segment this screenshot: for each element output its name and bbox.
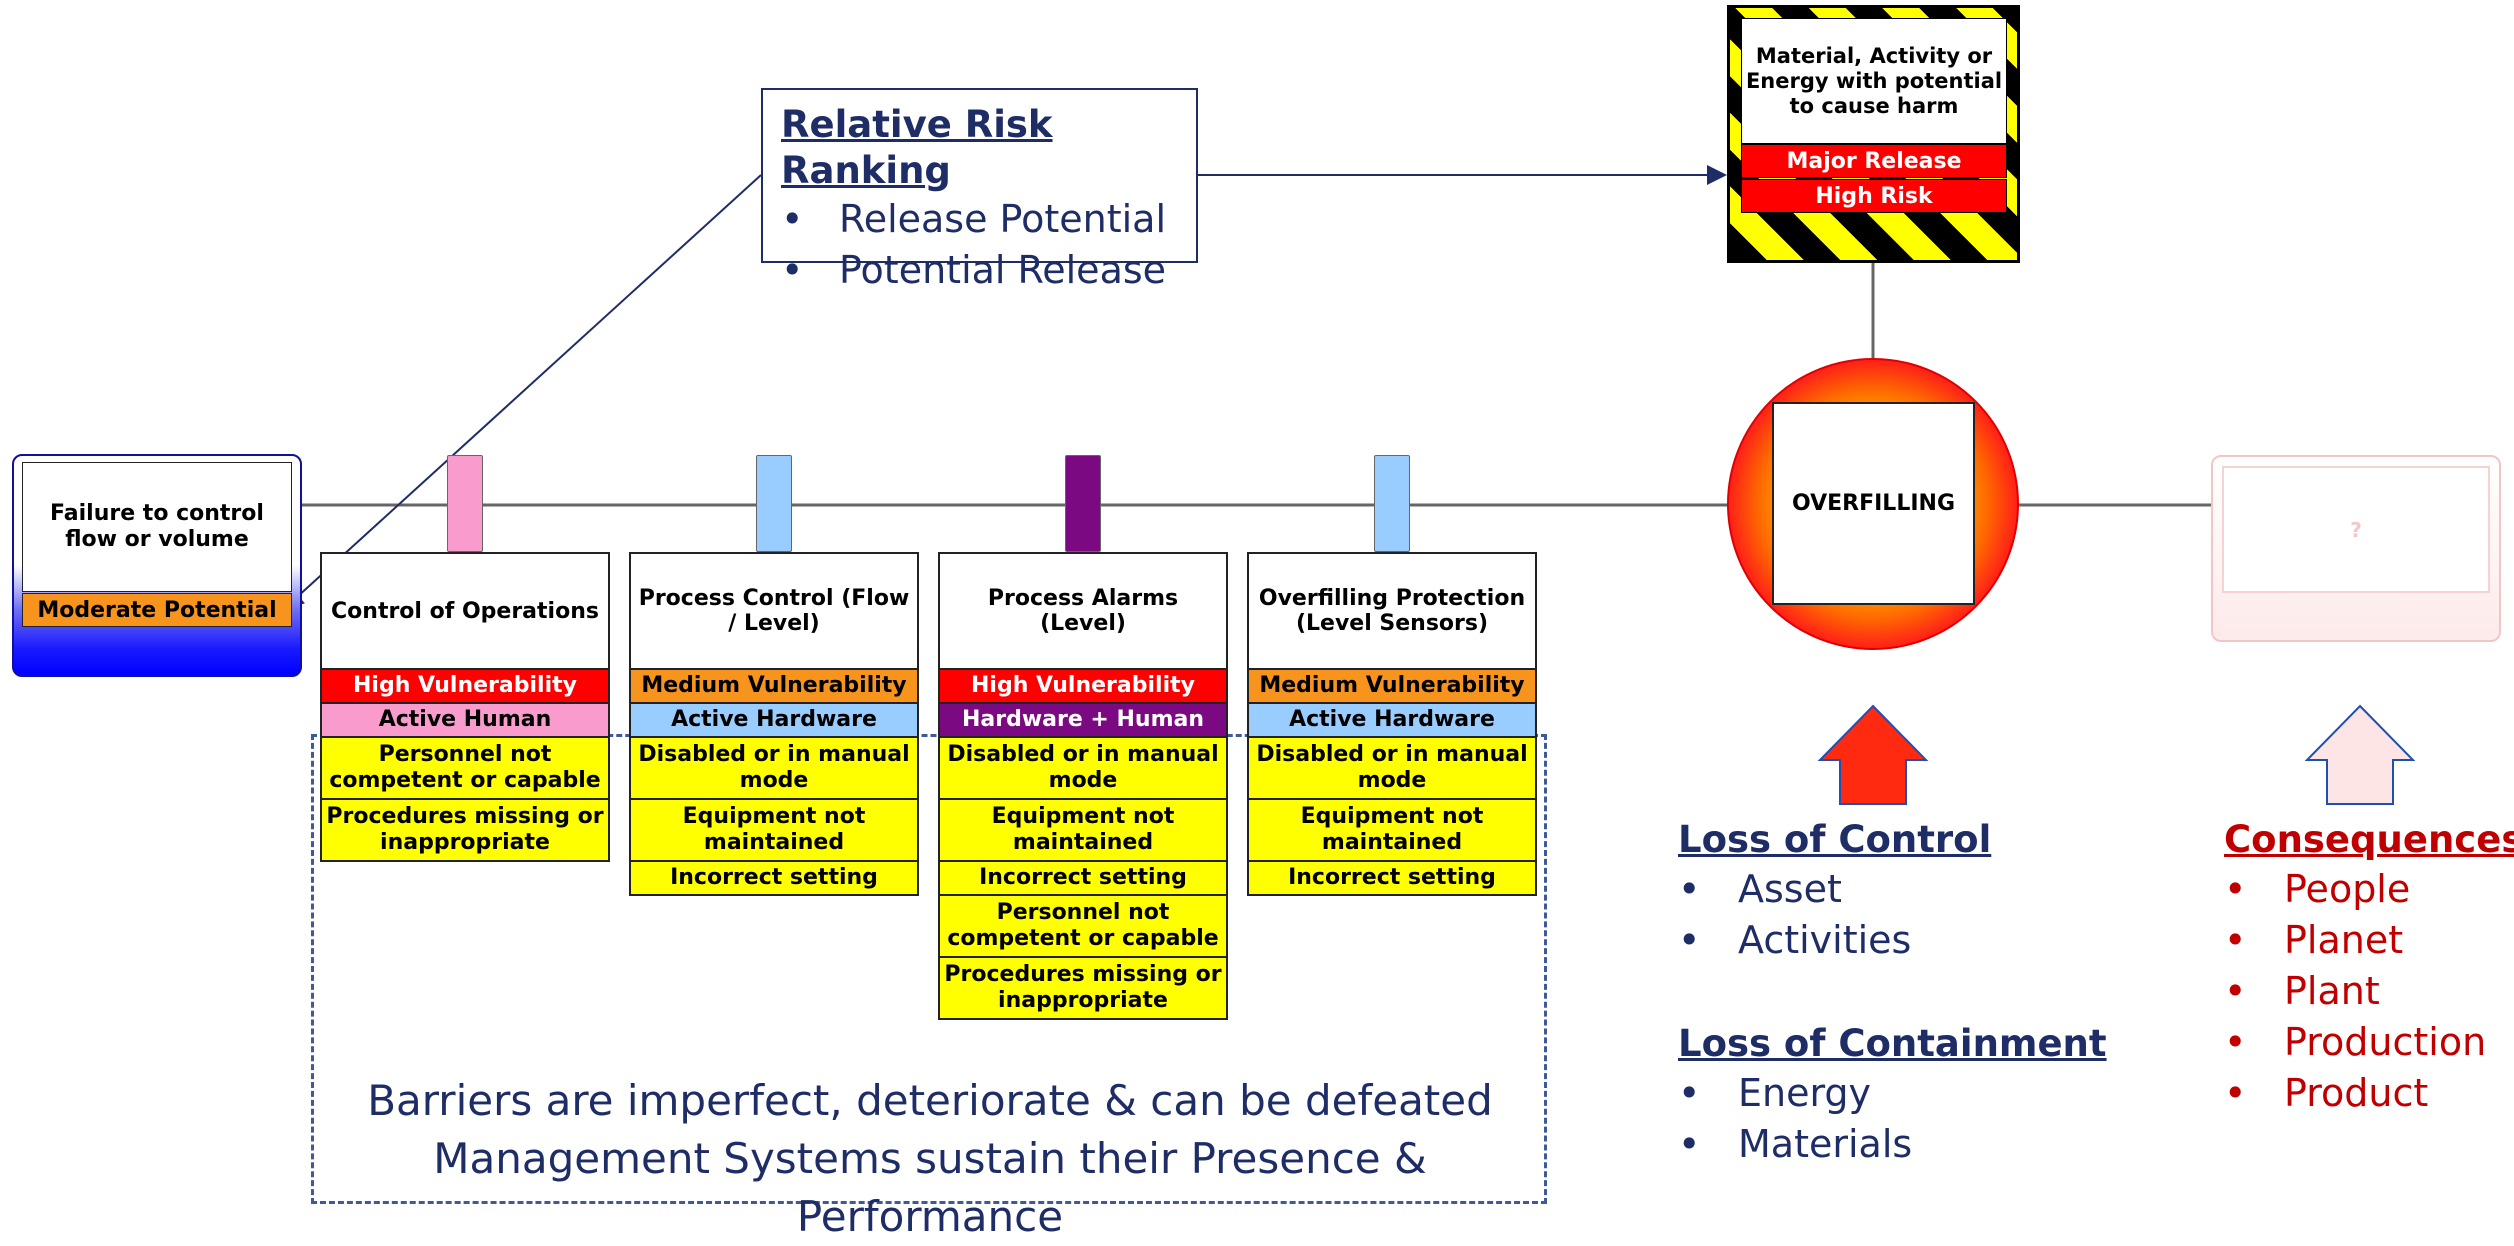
- bullet-icon: •: [781, 197, 804, 241]
- threat-label: Failure to control flow or volume: [22, 462, 292, 592]
- risk-ranking-title: Relative Risk Ranking: [781, 103, 1053, 192]
- list-item: •Product: [2224, 1068, 2514, 1119]
- list-item: •Activities: [1678, 915, 1991, 966]
- risk-ranking-box: Relative Risk Ranking •Release Potential…: [761, 88, 1198, 292]
- barrier-vulnerability-label: High Vulnerability: [938, 670, 1228, 704]
- barrier-message: Barriers are imperfect, deteriorate & ca…: [300, 1072, 1560, 1246]
- degradation-factor-label: Incorrect setting: [1247, 862, 1537, 896]
- barrier-clip: [1065, 455, 1101, 552]
- list-item: •Asset: [1678, 864, 1991, 915]
- list-item: •Materials: [1678, 1119, 2107, 1170]
- connector-lines: [283, 165, 2416, 805]
- bullet-icon: •: [781, 248, 804, 292]
- list-item: •Plant: [2224, 966, 2514, 1017]
- bullet-icon: •: [1678, 867, 1701, 911]
- barrier-type-label: Active Human: [320, 704, 610, 738]
- top-event-label: OVERFILLING: [1772, 402, 1975, 605]
- barrier-title: Process Control (Flow / Level): [629, 552, 919, 670]
- degradation-factor-label: Personnel not competent or capable: [938, 896, 1228, 958]
- degradation-factor-label: Disabled or in manual mode: [629, 738, 919, 800]
- degradation-factor-label: Equipment not maintained: [629, 800, 919, 862]
- consequence-label: ?: [2222, 466, 2490, 593]
- degradation-factor-label: Incorrect setting: [629, 862, 919, 896]
- bullet-icon: •: [1678, 918, 1701, 962]
- barrier-type-label: Active Hardware: [629, 704, 919, 738]
- consequences-list: Consequences •People •Planet •Plant •Pro…: [2224, 816, 2514, 1119]
- barrier-vulnerability-label: Medium Vulnerability: [1247, 670, 1537, 704]
- degradation-factor-label: Disabled or in manual mode: [938, 738, 1228, 800]
- bullet-icon: •: [2224, 1071, 2247, 1115]
- list-item: •Planet: [2224, 915, 2514, 966]
- loss-of-containment-title: Loss of Containment: [1678, 1022, 2107, 1065]
- consequences-title: Consequences: [2224, 818, 2514, 861]
- barrier-vulnerability-label: High Vulnerability: [320, 670, 610, 704]
- bullet-icon: •: [2224, 867, 2247, 911]
- degradation-factor-label: Disabled or in manual mode: [1247, 738, 1537, 800]
- bullet-icon: •: [2224, 1020, 2247, 1064]
- bullet-icon: •: [1678, 1071, 1701, 1115]
- risk-ranking-item: •Release Potential: [781, 194, 1178, 245]
- hazard-release-label: Major Release: [1741, 144, 2007, 178]
- consequences-arrow: [2304, 704, 2416, 805]
- barrier-vulnerability-label: Medium Vulnerability: [629, 670, 919, 704]
- loss-of-containment-list: Loss of Containment •Energy •Materials: [1678, 1020, 2107, 1170]
- degradation-factor-label: Equipment not maintained: [1247, 800, 1537, 862]
- barrier-type-label: Active Hardware: [1247, 704, 1537, 738]
- barrier-clip: [1374, 455, 1410, 552]
- degradation-factor-label: Personnel not competent or capable: [320, 738, 610, 800]
- barrier-clip: [447, 455, 483, 552]
- barrier-type-label: Hardware + Human: [938, 704, 1228, 738]
- degradation-factor-label: Equipment not maintained: [938, 800, 1228, 862]
- barrier-message-line2: Management Systems sustain their Presenc…: [433, 1134, 1427, 1241]
- barrier-title: Control of Operations: [320, 552, 610, 670]
- barrier-title: Process Alarms (Level): [938, 552, 1228, 670]
- risk-ranking-item: •Potential Release: [781, 245, 1178, 296]
- degradation-factor-label: Procedures missing or inappropriate: [320, 800, 610, 862]
- list-item: •Production: [2224, 1017, 2514, 1068]
- loss-of-control-list: Loss of Control •Asset •Activities: [1678, 816, 1991, 966]
- barrier-title: Overfilling Protection (Level Sensors): [1247, 552, 1537, 670]
- bullet-icon: •: [2224, 918, 2247, 962]
- barrier-clip: [756, 455, 792, 552]
- loss-of-control-arrow: [1817, 704, 1929, 805]
- degradation-factor-label: Incorrect setting: [938, 862, 1228, 896]
- bullet-icon: •: [1678, 1122, 1701, 1166]
- list-item: •People: [2224, 864, 2514, 915]
- degradation-factor-label: Procedures missing or inappropriate: [938, 958, 1228, 1020]
- hazard-label: Material, Activity or Energy with potent…: [1741, 18, 2007, 144]
- bullet-icon: •: [2224, 969, 2247, 1013]
- ranking-to-threat-arrow: [283, 174, 762, 610]
- threat-potential-label: Moderate Potential: [22, 593, 292, 627]
- barrier-message-line1: Barriers are imperfect, deteriorate & ca…: [367, 1076, 1493, 1125]
- loss-of-control-title: Loss of Control: [1678, 818, 1992, 861]
- list-item: •Energy: [1678, 1068, 2107, 1119]
- hazard-risk-label: High Risk: [1741, 179, 2007, 213]
